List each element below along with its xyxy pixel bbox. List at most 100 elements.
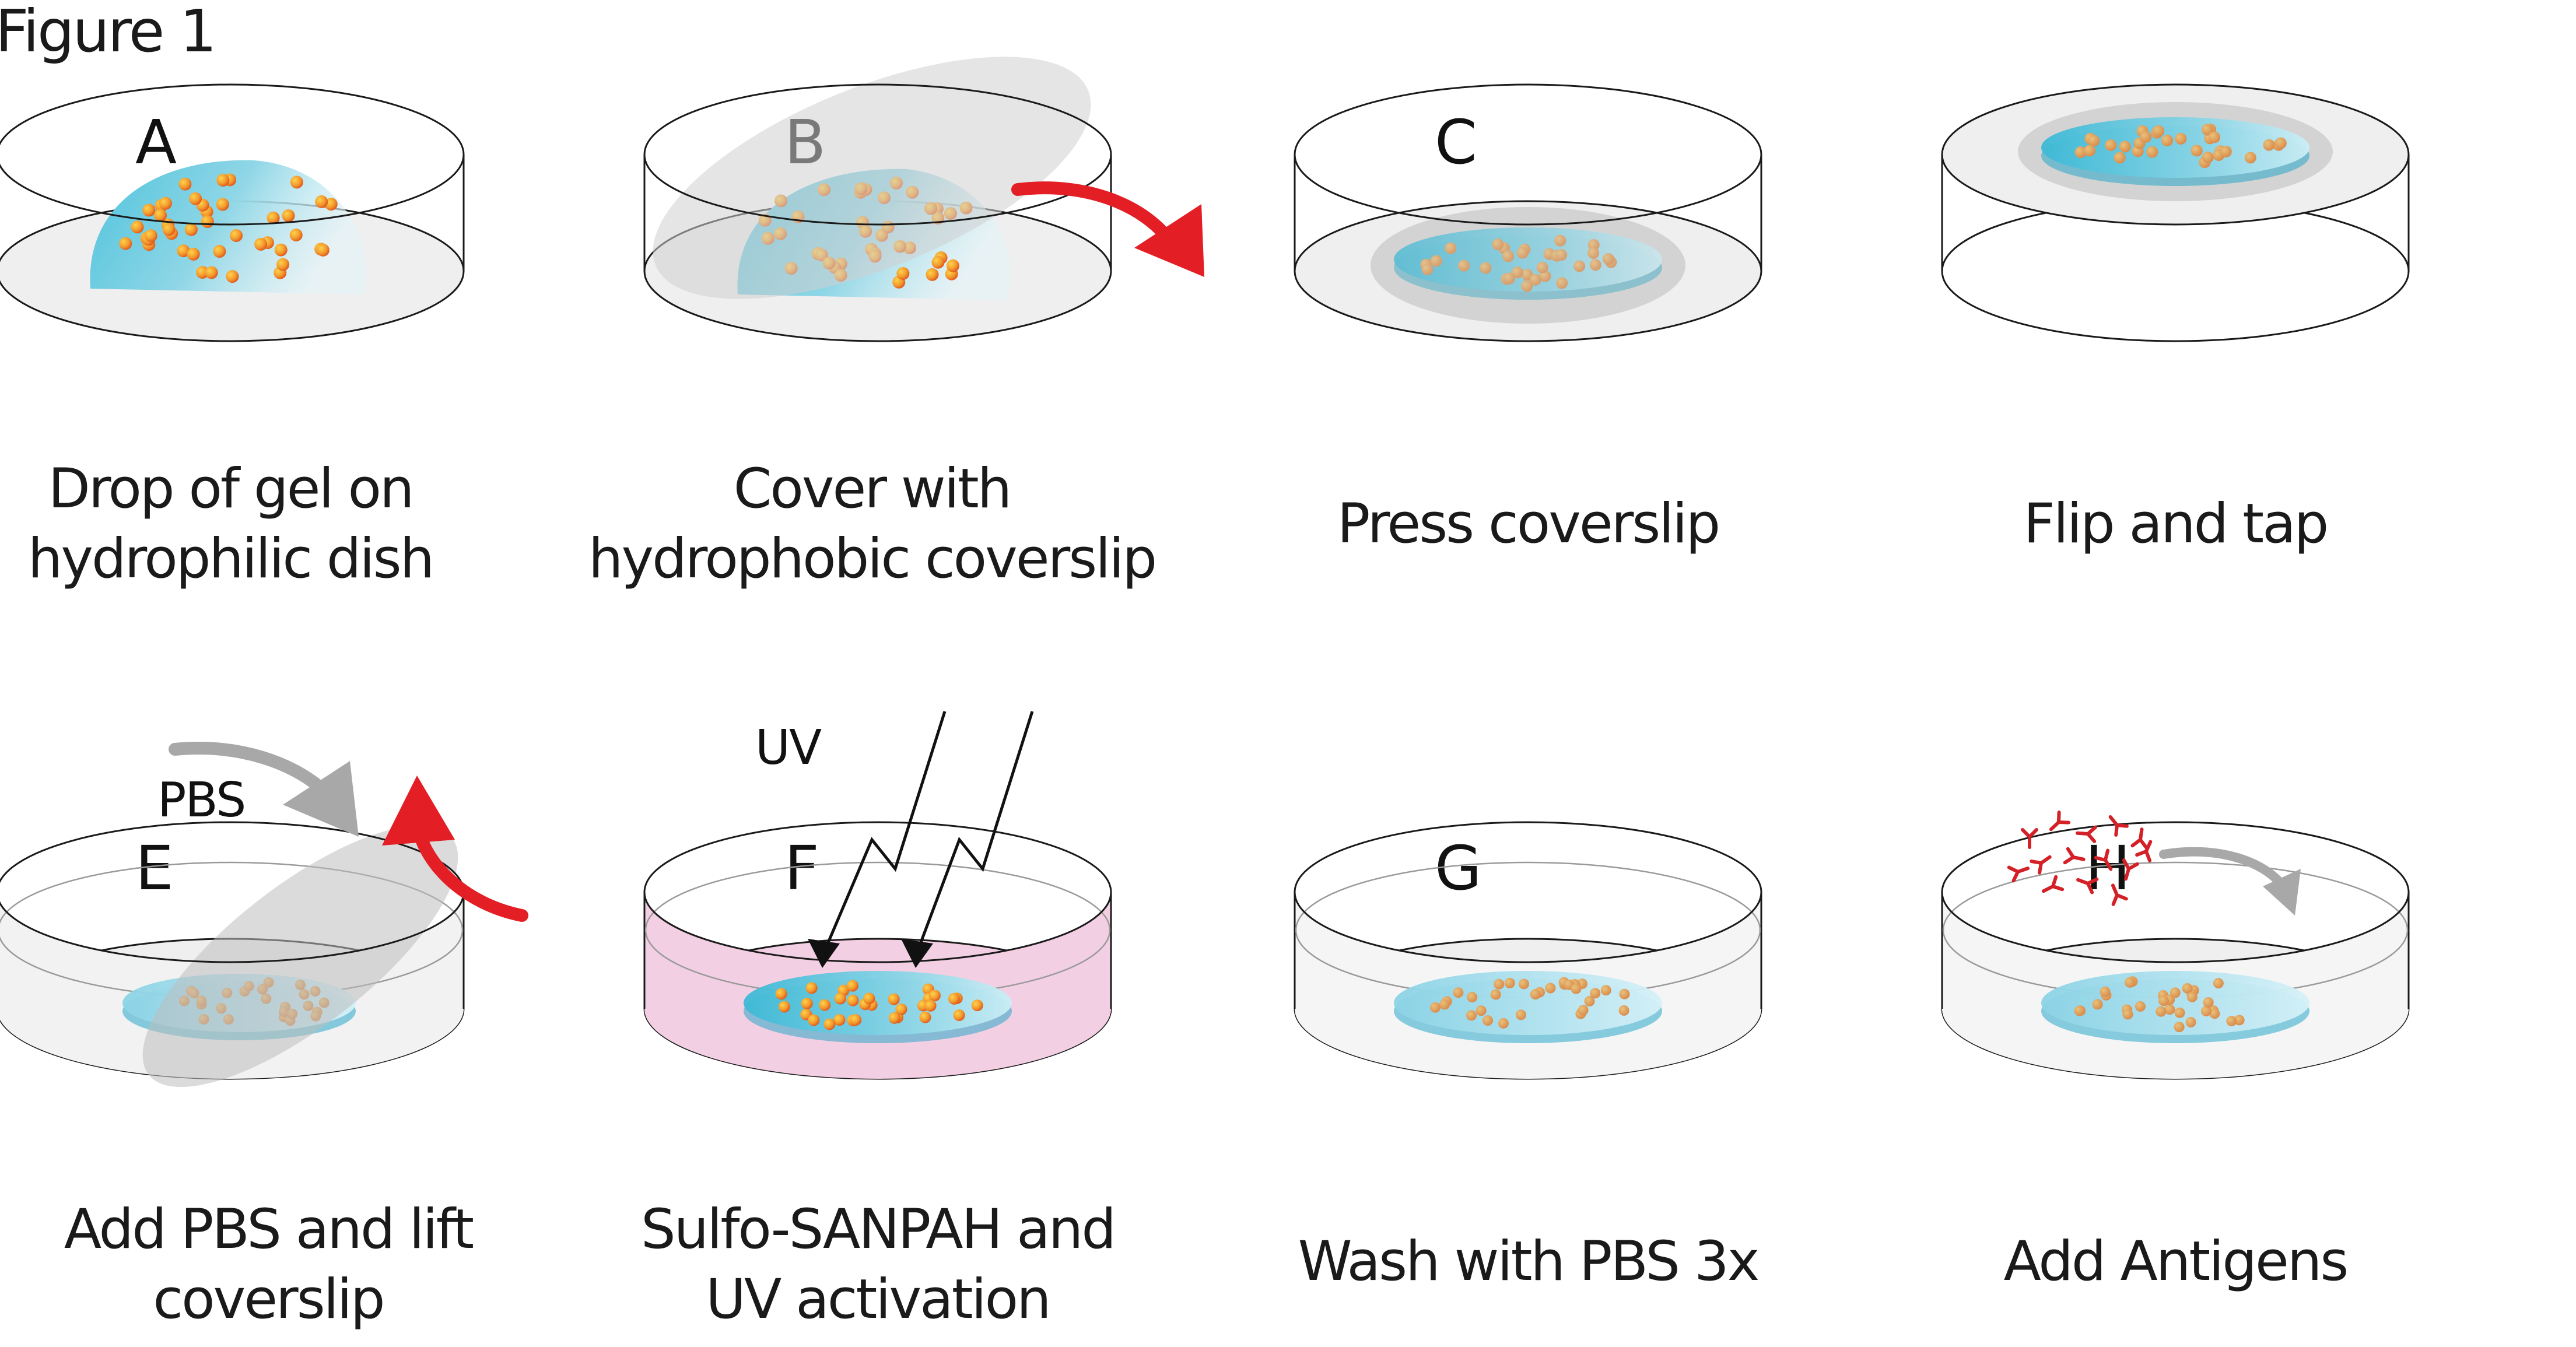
gel-bead xyxy=(178,177,192,191)
gel-bead xyxy=(324,198,338,211)
gel-bead xyxy=(2201,124,2213,136)
gel-bead xyxy=(1600,985,1611,996)
gel-bead xyxy=(823,1018,836,1030)
panel-caption: Sulfo-SANPAH and xyxy=(641,1198,1114,1261)
panel-caption: Press coverslip xyxy=(1337,492,1719,556)
gel-bead xyxy=(928,990,941,1002)
gel-bead xyxy=(2158,995,2170,1006)
gel-bead xyxy=(1494,978,1505,990)
figure-title: Figure 1 xyxy=(0,0,215,65)
gel-bead xyxy=(1482,1015,1494,1026)
gel-drop xyxy=(90,160,367,294)
antigen-icon xyxy=(2111,883,2128,906)
panel-d: DFlip and tap xyxy=(1941,83,2410,556)
antigen-icon xyxy=(2063,847,2086,865)
uv-ray-2-head xyxy=(901,939,933,968)
gel-bead xyxy=(1545,983,1556,994)
gel-bead xyxy=(2203,997,2214,1008)
gel-bead xyxy=(953,1009,965,1022)
gel-bead xyxy=(946,259,959,272)
gel-bead xyxy=(159,197,172,210)
gel-bead xyxy=(1429,1002,1441,1013)
gel-bead xyxy=(1518,978,1529,990)
panel-letter: C xyxy=(1435,107,1477,178)
gel-bead xyxy=(1498,1018,1509,1029)
gel-bead xyxy=(2185,1016,2196,1027)
dish-rim xyxy=(1941,821,2410,963)
coverslip-overlay xyxy=(1371,207,1685,324)
gel-bead xyxy=(2226,1016,2237,1027)
gel-bead xyxy=(926,268,939,281)
gel-bead xyxy=(216,198,229,211)
panel-caption: Add Antigens xyxy=(2004,1230,2347,1293)
gel-bead xyxy=(2125,977,2136,988)
gel-bead xyxy=(805,982,818,994)
gel-bead xyxy=(2156,1006,2167,1017)
gel-bead xyxy=(1504,977,1515,988)
panel-caption: UV activation xyxy=(706,1268,1050,1331)
gel-bead xyxy=(896,266,910,280)
gel-bead xyxy=(819,999,831,1011)
gel-bead xyxy=(162,223,176,236)
gel-bead xyxy=(2084,145,2096,157)
gel-bead xyxy=(216,173,230,187)
gel-bead xyxy=(2174,1022,2185,1033)
gel-bead xyxy=(924,999,937,1012)
gel-bead xyxy=(1421,263,1434,275)
gel-bead xyxy=(196,266,209,279)
gel-bead xyxy=(184,223,198,236)
antigen-icon xyxy=(2030,855,2052,875)
gel-bead xyxy=(2105,139,2117,151)
gel-bead xyxy=(1584,996,1595,1007)
gel-bead xyxy=(177,244,190,258)
gel-bead xyxy=(1521,269,1533,281)
gel-bead xyxy=(1521,280,1533,292)
gel-bead xyxy=(290,176,303,189)
gel-bead xyxy=(1571,983,1582,994)
antigen-icon xyxy=(2130,827,2149,850)
gel-bead xyxy=(808,1014,820,1026)
dish-rim xyxy=(0,83,465,226)
gel-bead xyxy=(1529,273,1541,286)
coverslip xyxy=(142,825,458,1088)
gel-bead xyxy=(230,229,243,243)
antigen-icon xyxy=(2041,875,2065,893)
gel-bead xyxy=(201,215,214,229)
gel-bead xyxy=(282,209,295,222)
dish-rim xyxy=(643,83,1112,226)
gel-bead xyxy=(274,243,288,257)
gel-bead xyxy=(948,992,960,1005)
gel-bead xyxy=(888,993,900,1005)
gel-bead xyxy=(2209,1008,2220,1019)
gel-bead xyxy=(1536,261,1548,273)
gel-bead xyxy=(2202,151,2214,163)
gel-bead xyxy=(1480,262,1492,274)
gel-bead xyxy=(2186,991,2198,1002)
gray-arrow xyxy=(2159,847,2288,891)
gel-bead xyxy=(834,992,846,1005)
gel-bead xyxy=(2244,152,2256,164)
coverslip xyxy=(653,57,1091,299)
gel-bead xyxy=(846,980,858,992)
gel-bead xyxy=(1589,259,1601,271)
panel-caption: hydrophilic dish xyxy=(28,527,433,591)
gel-bead xyxy=(1475,1005,1487,1016)
gel-bead xyxy=(213,245,226,258)
gel-bead xyxy=(2200,1005,2211,1016)
gel-bead xyxy=(2161,135,2174,147)
gel-bead xyxy=(2191,145,2203,157)
gel-bead xyxy=(2088,135,2100,147)
gel-bead xyxy=(2074,1005,2085,1016)
gel-bead xyxy=(1490,989,1501,1000)
antigen-icon xyxy=(2108,815,2129,837)
dish-rim xyxy=(1294,83,1762,226)
antigen-icon xyxy=(2135,840,2153,862)
antigen-icon xyxy=(2076,825,2097,843)
gel-bead xyxy=(2146,146,2158,158)
gel-bead xyxy=(2263,139,2275,151)
gel-bead xyxy=(850,1014,862,1026)
gel-bead xyxy=(833,1014,846,1026)
